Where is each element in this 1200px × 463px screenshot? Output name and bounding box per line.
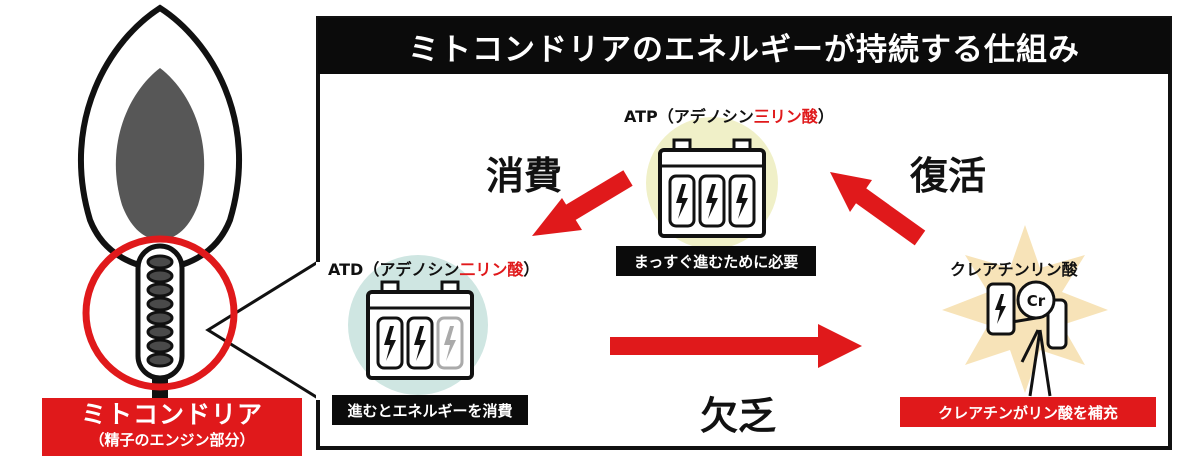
creatine-caption: クレアチンがリン酸を補充 bbox=[900, 397, 1156, 427]
sperm-midpiece-icon bbox=[135, 243, 185, 402]
atd-label-suffix: ） bbox=[523, 260, 540, 279]
atd-label-prefix: ATD（アデノシン bbox=[328, 260, 460, 279]
diagram-title: ミトコンドリアのエネルギーが持続する仕組み bbox=[318, 18, 1170, 74]
atp-caption: まっすぐ進むために必要 bbox=[616, 246, 816, 276]
restore-label: 復活 bbox=[910, 154, 987, 198]
atp-label: ATP（アデノシン三リン酸） bbox=[624, 103, 834, 127]
consume-label: 消費 bbox=[486, 154, 563, 198]
mitochondria-title: ミトコンドリア bbox=[80, 400, 263, 429]
creatine-character-icon bbox=[986, 280, 1068, 397]
deficiency-label: 欠乏 bbox=[700, 394, 777, 438]
mitochondria-subtitle: （精子のエンジン部分） bbox=[89, 431, 255, 449]
atd-label-highlight: 二リン酸 bbox=[459, 260, 524, 279]
atp-label-suffix: ） bbox=[817, 107, 834, 126]
consume-arrow-icon bbox=[532, 170, 633, 236]
atd-battery-icon bbox=[366, 280, 474, 380]
deficiency-arrow-icon bbox=[610, 324, 862, 368]
creatine-symbol: Cr bbox=[1027, 292, 1046, 310]
atd-caption: 進むとエネルギーを消費 bbox=[332, 395, 528, 425]
mitochondria-highlight-ring bbox=[82, 235, 238, 391]
atp-label-highlight: 三リン酸 bbox=[753, 107, 818, 126]
sperm-head-icon bbox=[78, 4, 242, 272]
atp-label-prefix: ATP（アデノシン bbox=[624, 107, 754, 126]
creatine-label: クレアチンリン酸 bbox=[950, 260, 1078, 279]
callout-wedge-mask bbox=[316, 262, 322, 400]
atd-label: ATD（アデノシン二リン酸） bbox=[328, 256, 539, 280]
restore-arrow-icon bbox=[830, 172, 926, 246]
atp-battery-icon bbox=[658, 138, 766, 238]
mitochondria-label: ミトコンドリア （精子のエンジン部分） bbox=[42, 398, 302, 456]
